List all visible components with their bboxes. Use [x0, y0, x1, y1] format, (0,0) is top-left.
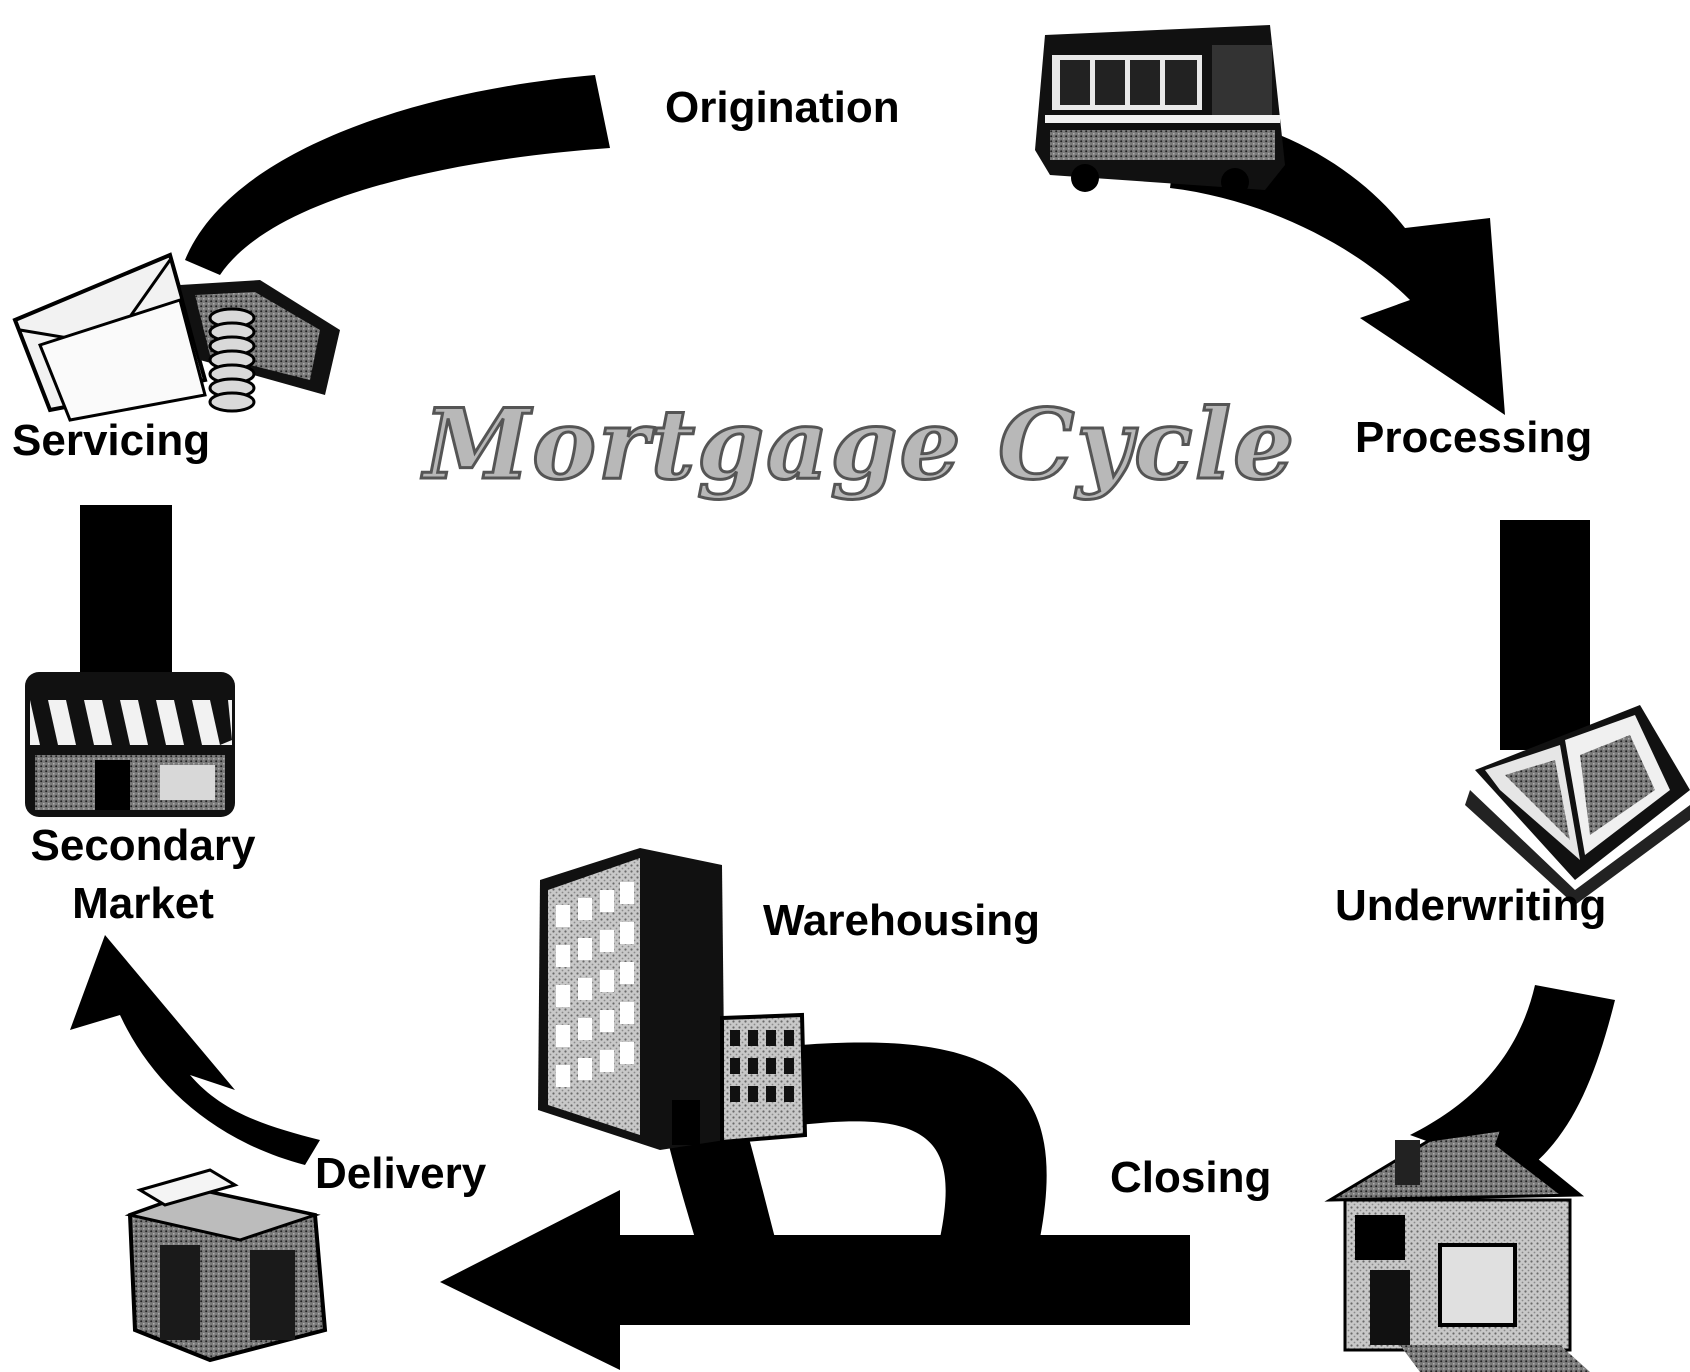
label-closing: Closing	[1110, 1153, 1271, 1202]
bus-icon	[1035, 25, 1285, 196]
arrow-origination-to-servicing	[185, 75, 610, 275]
diagram-title: Mortgage Cycle	[421, 388, 1296, 501]
arrow-processing-to-underwriting	[1500, 520, 1590, 750]
arrow-warehousing-loop	[665, 1042, 1047, 1238]
label-servicing: Servicing	[12, 416, 210, 465]
label-processing: Processing	[1355, 413, 1592, 462]
label-origination: Origination	[665, 83, 900, 132]
envelopes-and-cash-icon	[12, 252, 340, 422]
label-secondary-market-line1: Secondary	[31, 821, 257, 870]
package-box-icon	[124, 1168, 328, 1363]
storefront-icon	[25, 672, 235, 817]
label-delivery: Delivery	[315, 1149, 487, 1198]
arrow-delivery-to-secondary-market	[70, 935, 320, 1165]
arrow-secondary-market-to-servicing	[80, 505, 172, 690]
house-icon	[1324, 1128, 1590, 1372]
office-building-icon	[538, 848, 808, 1150]
arrow-underwriting-to-closing	[1410, 985, 1615, 1175]
label-secondary-market-line2: Market	[72, 879, 214, 928]
label-underwriting: Underwriting	[1335, 881, 1606, 930]
label-warehousing: Warehousing	[763, 896, 1040, 945]
open-book-icon	[1465, 705, 1690, 905]
arrow-closing-to-delivery	[440, 1190, 1190, 1370]
